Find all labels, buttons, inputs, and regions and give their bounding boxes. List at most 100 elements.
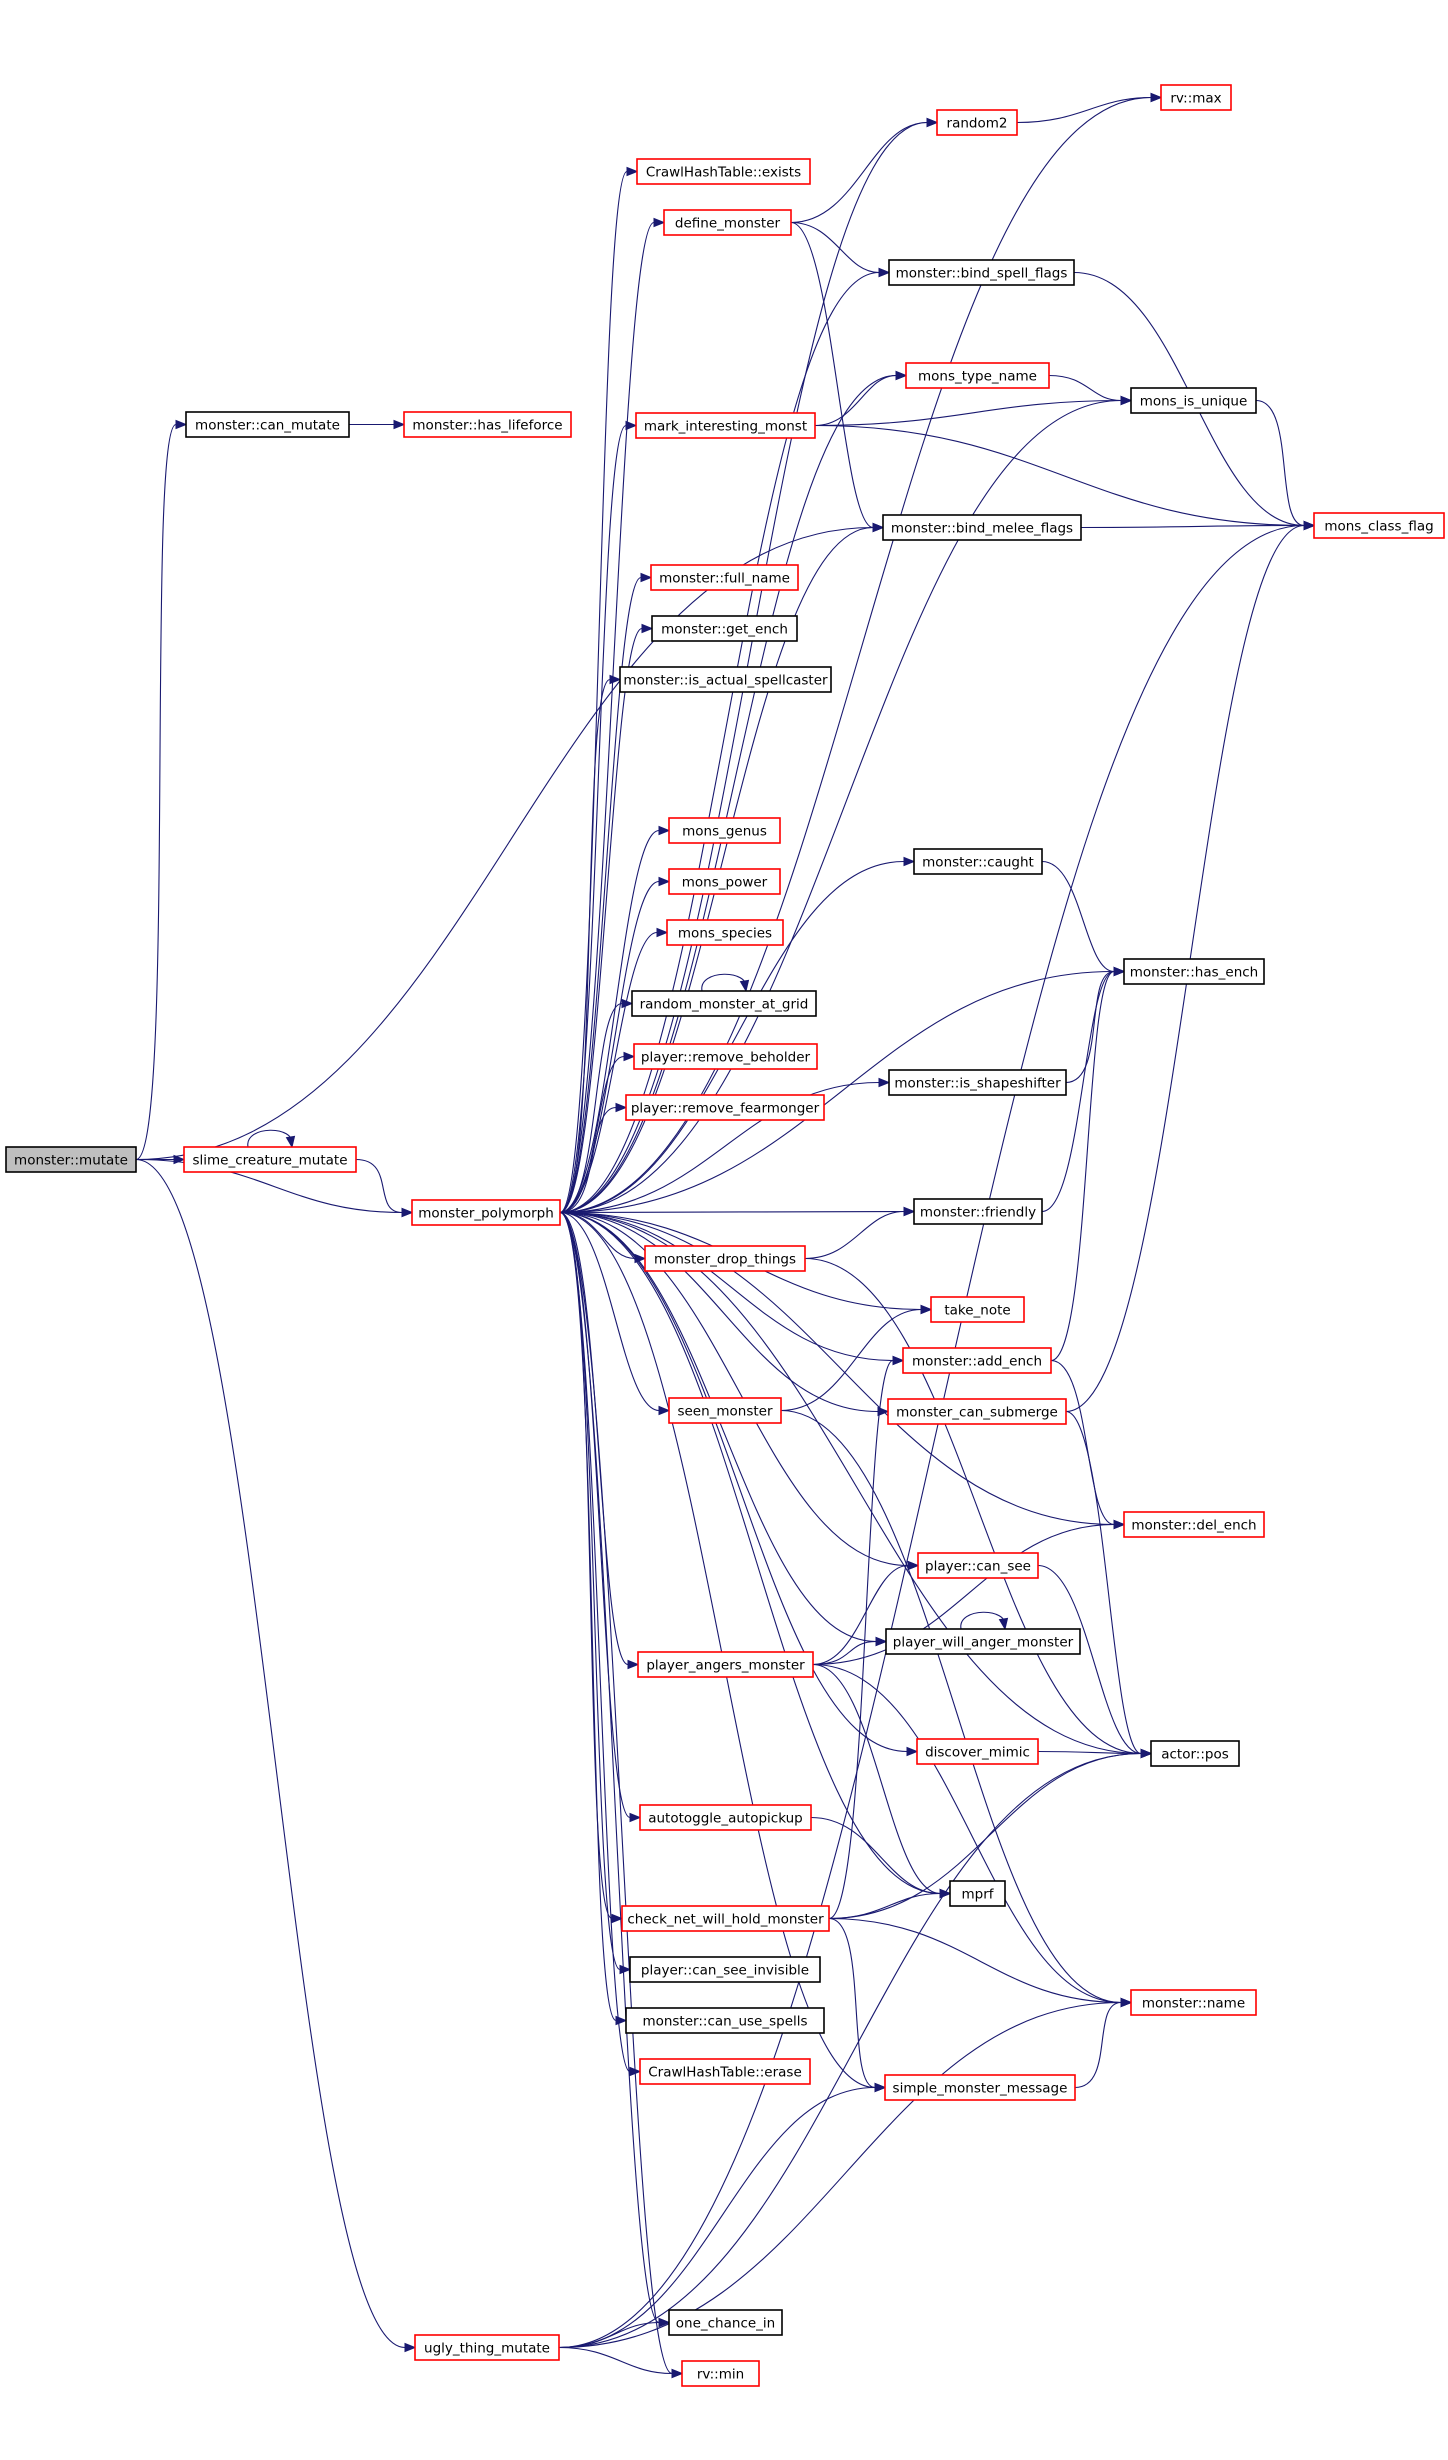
node-rv-min[interactable]: rv::min [681, 2360, 760, 2387]
edge-line [1255, 399, 1305, 527]
edge-line [559, 1211, 1115, 1526]
node-can-submerge[interactable]: monster_can_submerge [887, 1398, 1067, 1425]
node-define-monster[interactable]: define_monster [663, 209, 792, 236]
edge-line [559, 1211, 894, 1362]
edge-line [559, 1106, 617, 1214]
edge-can-see-to-actor-pos [1037, 1564, 1153, 1759]
node-bind-spell-flags[interactable]: monster::bind_spell_flags [888, 259, 1075, 286]
edge-line [559, 678, 611, 1214]
node-add-ench[interactable]: monster::add_ench [902, 1347, 1052, 1374]
edge-angers-monster-to-can-see [812, 1560, 920, 1666]
node-label: simple_monster_message [893, 2081, 1068, 2097]
node-box [668, 1397, 782, 1424]
edge-line [559, 399, 1122, 1214]
node-label: monster::can_use_spells [642, 2014, 807, 2030]
node-get-ench[interactable]: monster::get_ench [651, 615, 798, 642]
node-is-shapeshifter[interactable]: monster::is_shapeshifter [888, 1069, 1067, 1096]
edge-arrowhead [903, 1206, 916, 1217]
node-can-see-invisible[interactable]: player::can_see_invisible [629, 1956, 821, 1983]
node-label: monster::bind_melee_flags [891, 521, 1073, 537]
node-label: monster::friendly [920, 1205, 1036, 1221]
edge-arrowhead [878, 267, 891, 278]
node-label: mons_species [678, 926, 772, 942]
node-discover-mimic[interactable]: discover_mimic [916, 1738, 1039, 1765]
node-mons-is-unique[interactable]: mons_is_unique [1130, 387, 1257, 414]
node-mons-genus[interactable]: mons_genus [668, 817, 781, 844]
node-rv-max[interactable]: rv::max [1160, 84, 1232, 111]
node-box [936, 109, 1018, 136]
edge-check-net-to-add-ench [828, 1355, 905, 1920]
node-take-note[interactable]: take_note [930, 1296, 1025, 1323]
edge-line [558, 2321, 660, 2349]
node-random2[interactable]: random2 [936, 109, 1018, 136]
node-box [637, 1651, 814, 1678]
edge-arrowhead [895, 370, 908, 381]
node-has-lifeforce[interactable]: monster::has_lifeforce [403, 411, 572, 438]
node-angers-monster[interactable]: player_angers_monster [637, 1651, 814, 1678]
node-box [888, 1069, 1067, 1096]
edge-line [135, 1158, 406, 2349]
node-will-anger[interactable]: player_will_anger_monster [885, 1628, 1081, 1655]
edge-bind-melee-flags-to-mons-class-flag [1080, 520, 1316, 531]
node-ugly[interactable]: ugly_thing_mutate [414, 2334, 560, 2361]
node-label: player::remove_fearmonger [631, 1101, 820, 1117]
node-label: monster::mutate [14, 1153, 128, 1169]
node-box [1130, 1989, 1257, 2016]
node-mons-class-flag[interactable]: mons_class_flag [1313, 512, 1445, 539]
edge-line [960, 1611, 1006, 1630]
edge-check-net-to-mprf [828, 1888, 952, 1920]
node-box [949, 1880, 1006, 1907]
node-mprf[interactable]: mprf [949, 1880, 1006, 1907]
node-monster-name[interactable]: monster::name [1130, 1989, 1257, 2016]
node-check-net[interactable]: check_net_will_hold_monster [621, 1905, 830, 1932]
node-can-mutate[interactable]: monster::can_mutate [185, 411, 350, 438]
edge-polymorph-to-remove-fearmonger [559, 1102, 628, 1214]
edge-arrowhead [874, 2082, 887, 2093]
node-label: monster_can_submerge [896, 1405, 1058, 1421]
edge-line [247, 1129, 293, 1148]
node-simple-msg[interactable]: simple_monster_message [884, 2074, 1076, 2101]
edge-polymorph-to-mons-power [559, 876, 671, 1214]
edge-arrowhead [615, 2015, 628, 2026]
edge-line [559, 1210, 905, 1214]
node-label: monster::caught [922, 855, 1034, 871]
edge-arrowhead [621, 998, 634, 1009]
node-remove-fearmonger[interactable]: player::remove_fearmonger [625, 1094, 825, 1121]
node-label: player::can_see_invisible [641, 1963, 809, 1979]
node-box [885, 1628, 1081, 1655]
node-slime[interactable]: slime_creature_mutate [183, 1146, 357, 1173]
edge-line [780, 1409, 1122, 2004]
node-caught[interactable]: monster::caught [913, 848, 1043, 875]
node-drop-things[interactable]: monster_drop_things [644, 1245, 806, 1272]
edge-arrowhead [625, 420, 638, 431]
node-one-chance-in[interactable]: one_chance_in [668, 2309, 783, 2336]
node-del-ench[interactable]: monster::del_ench [1123, 1511, 1265, 1538]
node-hash-erase[interactable]: CrawlHashTable::erase [639, 2058, 811, 2085]
node-remove-beholder[interactable]: player::remove_beholder [633, 1043, 818, 1070]
node-box [1130, 387, 1257, 414]
node-mark-interesting[interactable]: mark_interesting_monst [635, 412, 816, 439]
edge-line [804, 1210, 905, 1260]
edge-arrowhead [739, 979, 750, 993]
node-polymorph[interactable]: monster_polymorph [411, 1199, 561, 1226]
edge-can-mutate-to-has-lifeforce [348, 419, 406, 430]
node-hash-exists[interactable]: CrawlHashTable::exists [636, 158, 811, 185]
node-is-actual-spellcaster[interactable]: monster::is_actual_spellcaster [619, 666, 832, 693]
node-autotoggle[interactable]: autotoggle_autopickup [639, 1804, 812, 1831]
node-random-monster-at-grid[interactable]: random_monster_at_grid [631, 990, 817, 1017]
node-full-name[interactable]: monster::full_name [650, 564, 799, 591]
node-has-ench[interactable]: monster::has_ench [1123, 958, 1265, 985]
node-friendly[interactable]: monster::friendly [913, 1198, 1043, 1225]
node-seen-monster[interactable]: seen_monster [668, 1397, 782, 1424]
node-bind-melee-flags[interactable]: monster::bind_melee_flags [882, 514, 1082, 541]
node-can-see[interactable]: player::can_see [917, 1552, 1039, 1579]
node-actor-pos[interactable]: actor::pos [1150, 1740, 1240, 1767]
node-mons-type-name[interactable]: mons_type_name [905, 362, 1050, 389]
node-label: monster::add_ench [912, 1354, 1042, 1370]
edge-arrowhead [640, 572, 653, 583]
node-mons-species[interactable]: mons_species [666, 919, 784, 946]
node-label: monster::has_ench [1130, 965, 1258, 981]
node-mutate[interactable]: monster::mutate [5, 1146, 137, 1173]
node-can-use-spells[interactable]: monster::can_use_spells [625, 2007, 825, 2034]
node-mons-power[interactable]: mons_power [668, 868, 781, 895]
